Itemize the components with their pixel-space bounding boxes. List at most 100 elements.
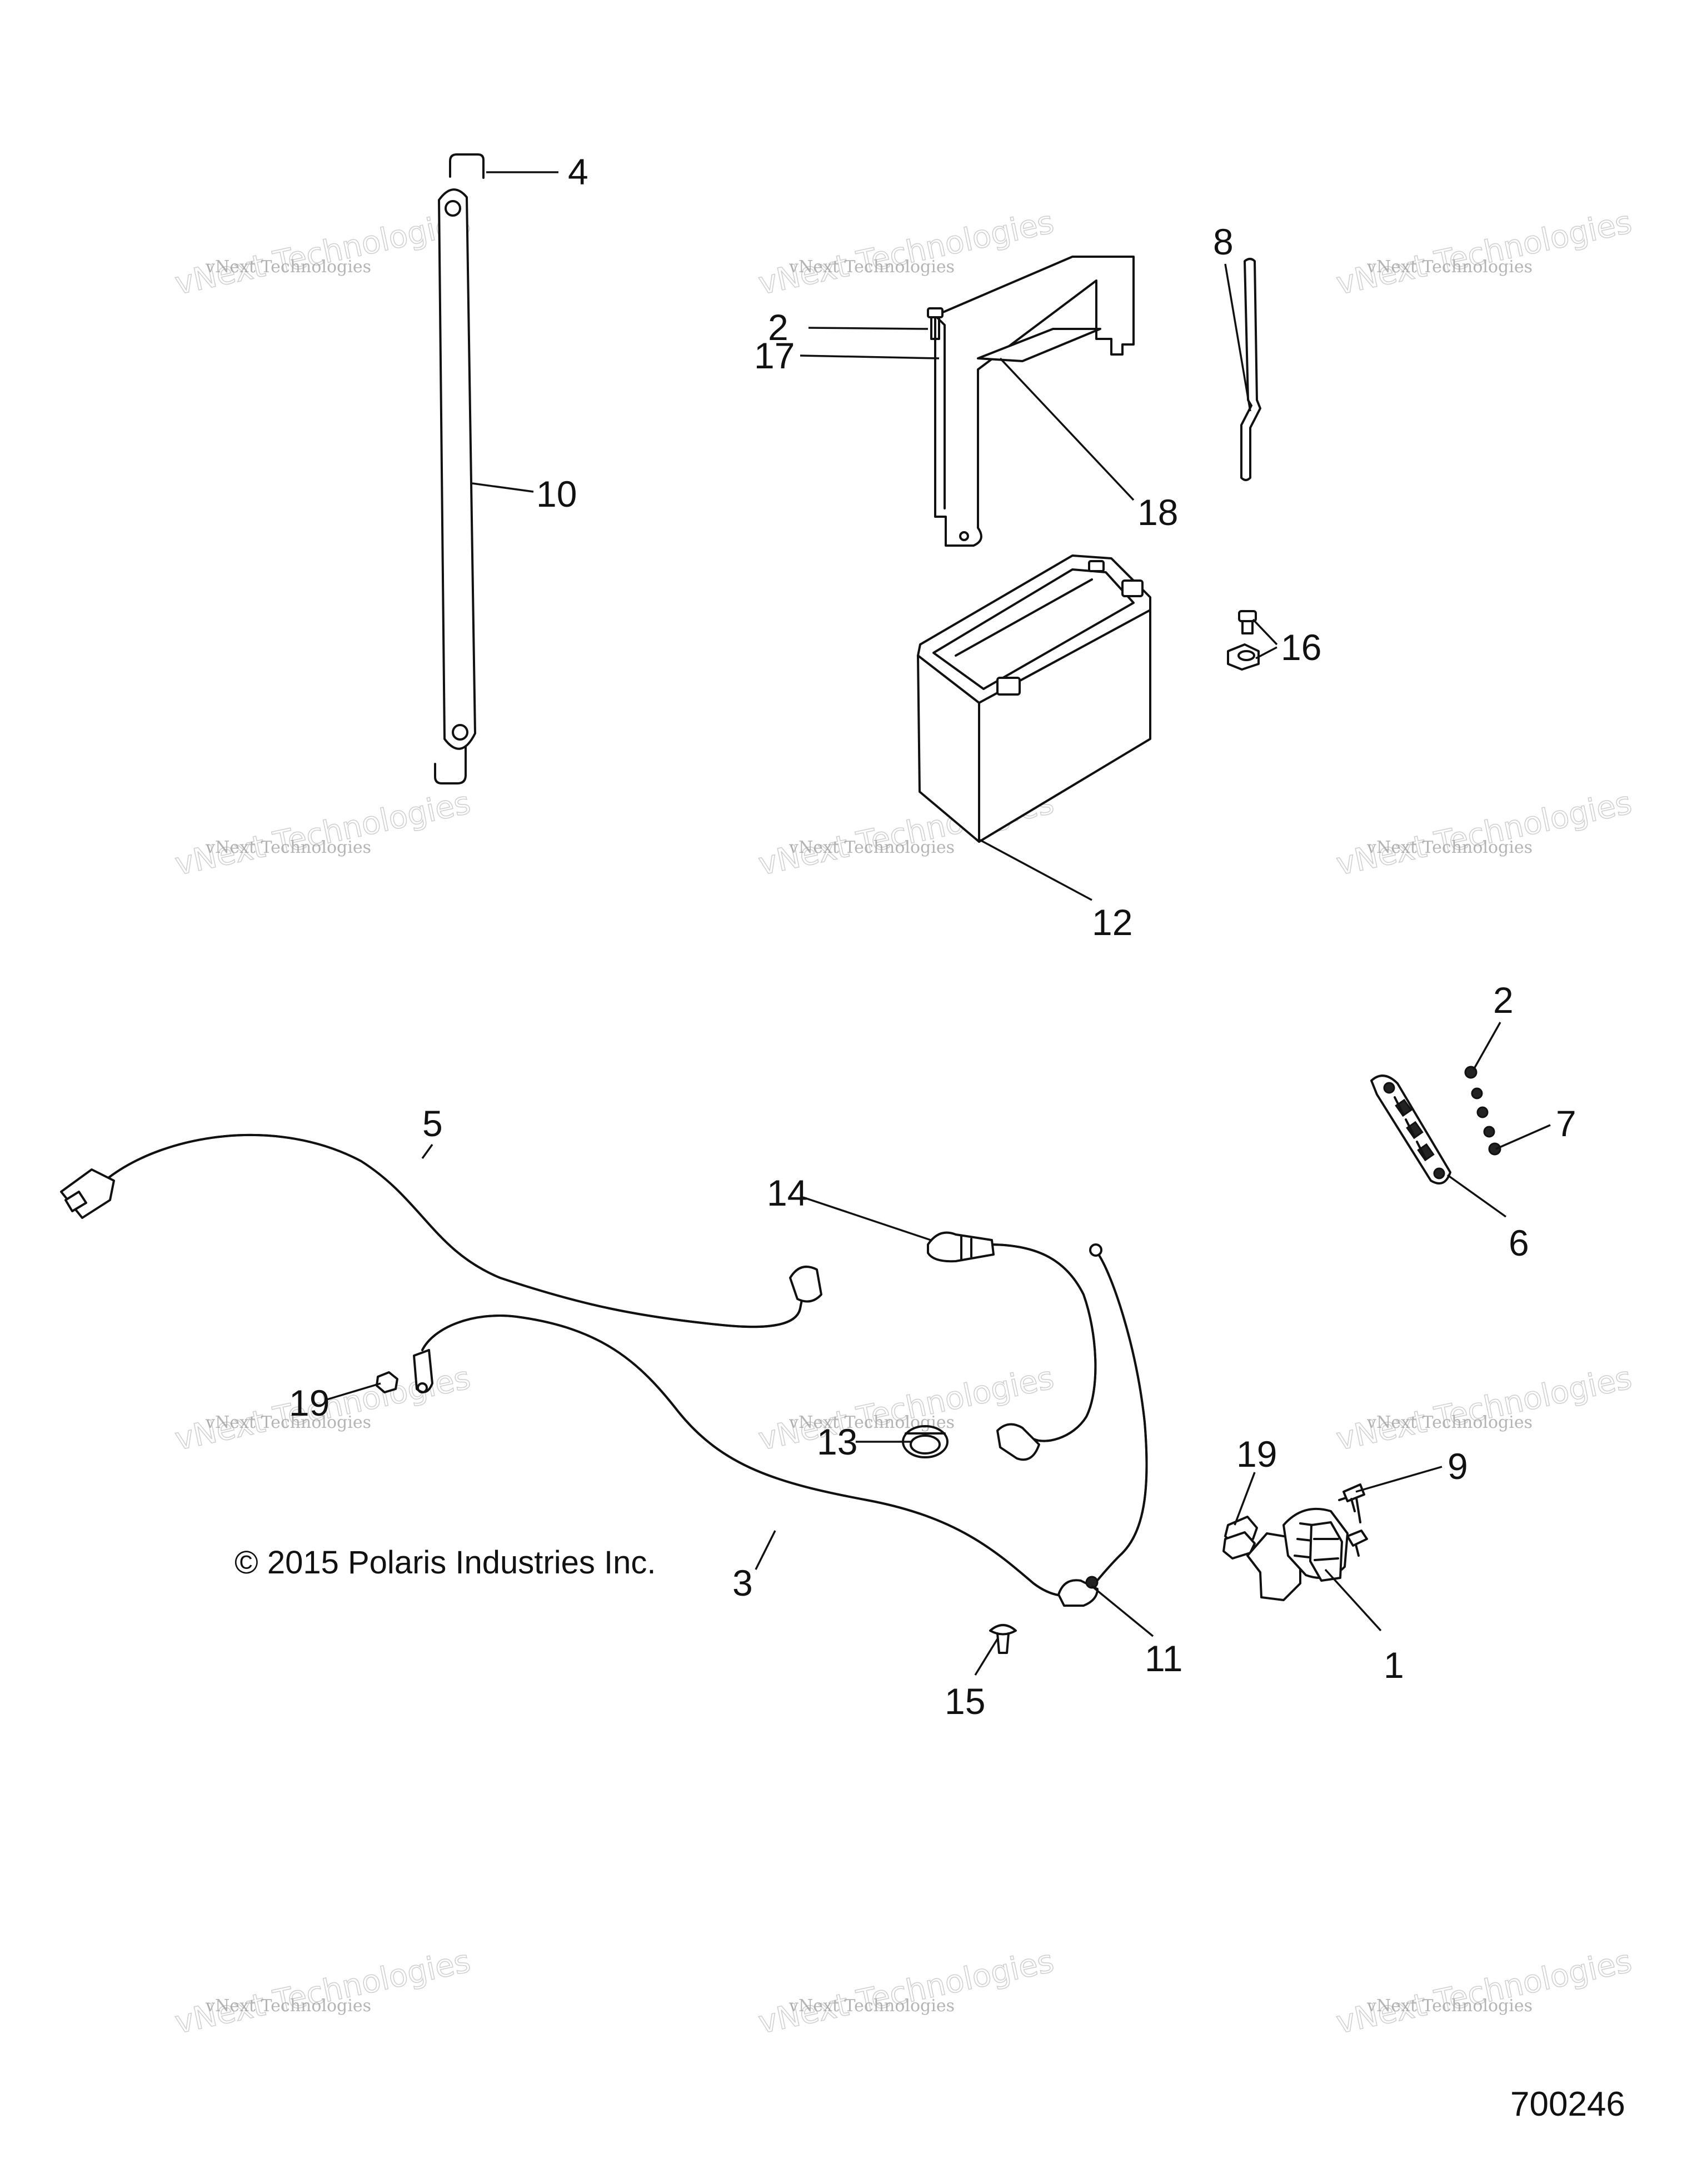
battery-lid-rib [955, 578, 1093, 657]
screw-9 [1342, 1483, 1365, 1512]
nut-7c [1483, 1126, 1495, 1138]
watermark: vNext Technologies vNext Technologies [1333, 784, 1635, 883]
ring-terminal [413, 1349, 433, 1393]
svg-text:vNext Technologies: vNext Technologies [205, 1996, 371, 2016]
relay-connector [1309, 1521, 1343, 1582]
pad [977, 328, 1101, 362]
callout-10: 10 [536, 473, 577, 514]
leader-1 [1324, 1568, 1382, 1632]
svg-text:vNext Technologies: vNext Technologies [1333, 204, 1635, 302]
callout-11: 11 [1145, 1638, 1183, 1679]
svg-text:vNext Technologies: vNext Technologies [205, 257, 371, 277]
callout-6: 6 [1509, 1222, 1529, 1263]
leader-11 [1091, 1585, 1154, 1637]
callout-8: 8 [1213, 221, 1234, 262]
svg-text:vNext Technologies: vNext Technologies [1366, 1996, 1533, 2016]
battery-cable [927, 1231, 1097, 1461]
svg-text:vNext Technologies: vNext Technologies [172, 785, 473, 883]
battery-lid [932, 568, 1135, 690]
watermark: vNext Technologies vNext Technologies [755, 1943, 1057, 2042]
callout-1: 1 [1384, 1645, 1404, 1686]
callout-5: 5 [422, 1103, 443, 1144]
nut-19-left [376, 1371, 398, 1393]
svg-text:vNext Technologies: vNext Technologies [788, 1996, 955, 2016]
leader-3 [755, 1530, 776, 1570]
watermark: vNext Technologies vNext Technologies [1333, 1943, 1635, 2042]
strap-hole-top [445, 200, 461, 217]
callout-19-left: 19 [289, 1382, 330, 1423]
svg-text:vNext Technologies: vNext Technologies [1333, 1943, 1635, 2041]
leader-7 [1495, 1124, 1551, 1150]
callout-16: 16 [1281, 627, 1321, 668]
svg-text:vNext Technologies: vNext Technologies [1333, 785, 1635, 883]
positive-cable [60, 1134, 822, 1328]
relay-assembly [1222, 1483, 1368, 1601]
svg-text:vNext Technologies: vNext Technologies [172, 1943, 473, 2041]
leader-2-top [808, 327, 929, 330]
strap-body [438, 188, 476, 750]
hook-bottom [434, 746, 467, 784]
svg-text:vNext Technologies: vNext Technologies [788, 838, 955, 857]
svg-text:vNext Technologies: vNext Technologies [788, 257, 955, 277]
cable-boot-bottom [996, 1423, 1040, 1461]
bolt-2-top [927, 307, 944, 340]
svg-text:vNext Technologies: vNext Technologies [205, 838, 371, 857]
screw-9-lower [1346, 1530, 1368, 1557]
nuts-group [1464, 1066, 1501, 1156]
strap-assembly [434, 153, 485, 784]
leader-12 [977, 838, 1092, 901]
copyright-notice: © 2015 Polaris Industries Inc. [234, 1545, 656, 1581]
negative-cable [413, 1315, 1090, 1597]
nut-7d [1488, 1142, 1501, 1156]
watermark: vNext Technologies vNext Technologies [172, 204, 474, 303]
callout-2-top: 2 [768, 307, 788, 348]
leader-6 [1446, 1174, 1507, 1218]
terminal-boot [789, 1266, 822, 1303]
terminal-bolt-nut [1227, 610, 1260, 671]
watermark: vNext Technologies vNext Technologies [1333, 1360, 1635, 1458]
leader-16b [1255, 646, 1277, 659]
leader-8 [1224, 263, 1251, 412]
leader-9 [1355, 1466, 1443, 1493]
leader-15 [974, 1638, 999, 1676]
connector-end [60, 1168, 115, 1219]
watermark: vNext Technologies vNext Technologies [172, 784, 474, 883]
nut-7b [1476, 1106, 1489, 1118]
battery-terminal-top [1088, 560, 1105, 572]
leader-19-left [325, 1382, 381, 1401]
callout-3: 3 [732, 1562, 753, 1603]
callout-18: 18 [1137, 492, 1178, 533]
callout-7: 7 [1556, 1103, 1576, 1144]
callout-19-right: 19 [1236, 1433, 1277, 1475]
watermark: vNext Technologies vNext Technologies [1333, 204, 1635, 303]
svg-text:vNext Technologies: vNext Technologies [755, 1943, 1057, 2041]
hook-top [449, 153, 485, 179]
strap-hole-bottom [452, 724, 468, 741]
leader-2-right [1473, 1022, 1501, 1070]
clamp [902, 1425, 949, 1458]
rod [1240, 258, 1261, 481]
leader-10 [472, 482, 534, 493]
watermark: vNext Technologies vNext Technologies [172, 1943, 474, 2042]
callout-4: 4 [568, 151, 588, 192]
fuse-terminal-block [1370, 1074, 1451, 1185]
leader-18 [999, 357, 1135, 501]
svg-text:vNext Technologies: vNext Technologies [1366, 838, 1533, 857]
battery-bracket [927, 256, 1135, 547]
callout-14: 14 [767, 1172, 807, 1213]
leader-16a [1252, 618, 1278, 646]
bracket-frame [934, 256, 1135, 547]
callout-2-right: 2 [1493, 979, 1514, 1021]
callout-9: 9 [1448, 1446, 1468, 1487]
leader-14 [802, 1196, 931, 1241]
callout-17: 17 [754, 335, 795, 376]
svg-text:vNext Technologies: vNext Technologies [1366, 1413, 1533, 1432]
callout-12: 12 [1092, 902, 1132, 943]
svg-text:vNext Technologies: vNext Technologies [205, 1413, 371, 1432]
leader-17 [800, 354, 940, 359]
battery-terminal-left [996, 677, 1021, 696]
svg-text:vNext Technologies: vNext Technologies [1366, 257, 1533, 277]
battery-terminal-right [1121, 579, 1144, 597]
svg-text:vNext Technologies: vNext Technologies [1333, 1360, 1635, 1458]
